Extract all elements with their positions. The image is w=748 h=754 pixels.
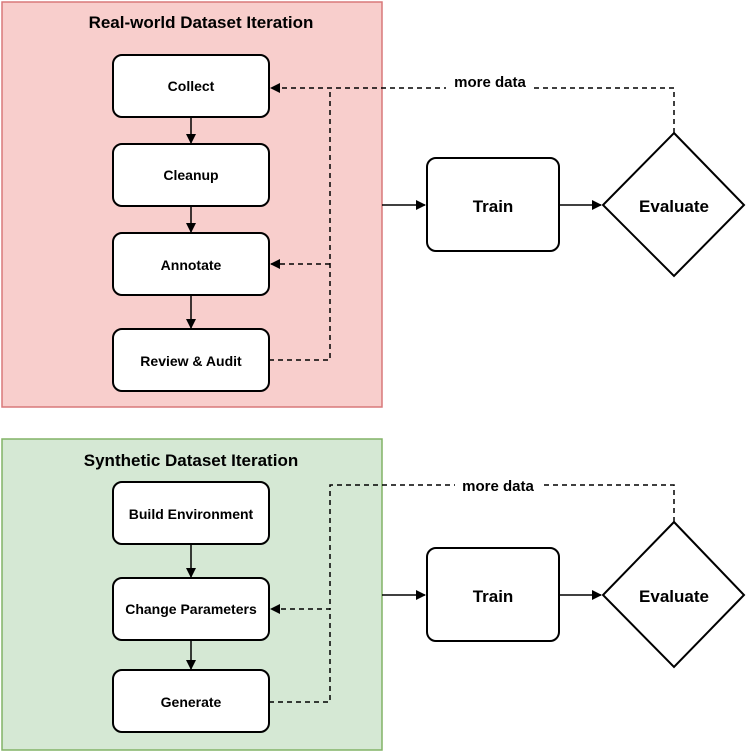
real-world-train-label: Train — [473, 197, 514, 216]
synthetic-train-label: Train — [473, 587, 514, 606]
synthetic-more-data-label-bg — [455, 475, 541, 495]
synthetic-evaluate-node[interactable]: Evaluate — [601, 520, 746, 669]
real-world-more-data-label-bg — [446, 71, 534, 91]
step-build-environment-label: Build Environment — [129, 506, 254, 522]
step-review-audit-label: Review & Audit — [140, 353, 242, 369]
step-annotate[interactable]: Annotate — [112, 232, 270, 296]
real-world-panel-title: Real-world Dataset Iteration — [89, 13, 314, 32]
synthetic-panel-title: Synthetic Dataset Iteration — [84, 451, 298, 470]
step-build-environment[interactable]: Build Environment — [112, 481, 270, 545]
real-world-train-node[interactable]: Train — [426, 157, 560, 252]
step-cleanup-label: Cleanup — [163, 167, 218, 183]
step-annotate-label: Annotate — [161, 257, 222, 273]
synthetic-train-node[interactable]: Train — [426, 547, 560, 642]
step-collect-label: Collect — [168, 78, 215, 94]
synthetic-evaluate-label: Evaluate — [639, 587, 709, 606]
real-world-more-data-label: more data — [454, 74, 526, 91]
real-world-evaluate-node[interactable]: Evaluate — [601, 131, 746, 278]
step-review-audit[interactable]: Review & Audit — [112, 328, 270, 392]
review-feedback-line — [269, 88, 331, 361]
step-generate[interactable]: Generate — [112, 669, 270, 733]
step-generate-label: Generate — [161, 694, 222, 710]
synthetic-more-data-label: more data — [462, 478, 534, 495]
step-cleanup[interactable]: Cleanup — [112, 143, 270, 207]
step-change-parameters-label: Change Parameters — [125, 601, 257, 617]
step-change-parameters[interactable]: Change Parameters — [112, 577, 270, 641]
step-collect[interactable]: Collect — [112, 54, 270, 118]
real-world-more-data-line — [270, 83, 675, 133]
generate-feedback-line — [269, 604, 331, 703]
real-world-evaluate-label: Evaluate — [639, 197, 709, 216]
